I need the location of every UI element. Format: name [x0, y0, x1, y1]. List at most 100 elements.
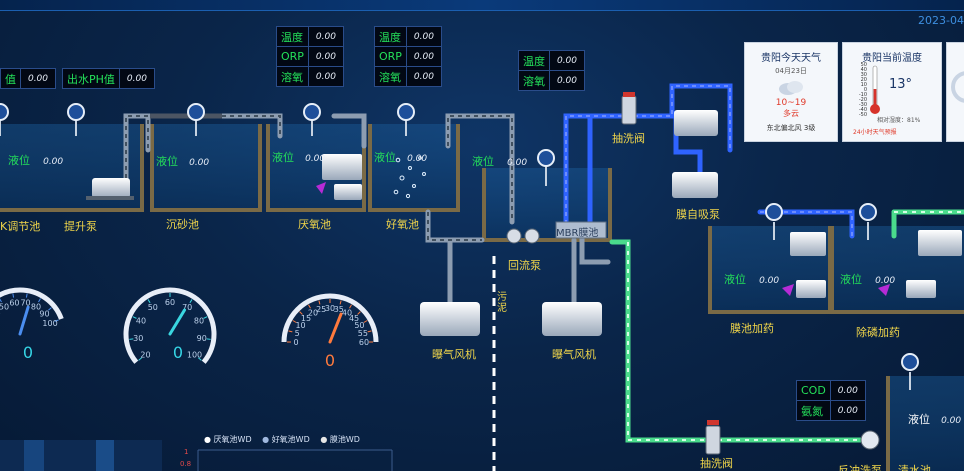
gauge-tick — [0, 298, 2, 303]
legend-swatch: ● — [204, 435, 211, 444]
level-value: 0.00 — [507, 158, 528, 168]
level-value: 0.00 — [43, 157, 64, 167]
sensor-table-outlet: COD 0.00 氨氮 0.00 — [796, 380, 866, 421]
gauge-tick — [132, 316, 137, 319]
gauge-tick — [38, 298, 41, 303]
sensor-value: 0.00 — [405, 26, 442, 47]
gauge-tick-label: 100 — [42, 319, 57, 328]
gauge-needle — [168, 308, 187, 336]
sensor-value: 0.00 — [405, 66, 442, 87]
gauge-tick-label: 70 — [182, 303, 192, 312]
level-value: 0.00 — [189, 158, 210, 168]
gauge-tick-label: 90 — [39, 309, 49, 318]
label-return-pump: 回流泵 — [508, 259, 541, 272]
thermometer-tick: 40 — [860, 67, 867, 73]
gauge-tick — [367, 330, 372, 333]
sensor-label: 溶氧 — [518, 70, 550, 91]
sensor-row: 温度 0.00 — [374, 26, 442, 47]
pumps — [86, 110, 962, 450]
gauge-tick-label: 15 — [301, 314, 311, 323]
forecast-condition: 多云 — [783, 109, 799, 118]
gauge-tick — [308, 304, 311, 309]
gauge-tick-label: 100 — [187, 351, 202, 360]
thermometer-tick: -40 — [858, 107, 867, 113]
sensor-value: 0.00 — [118, 68, 155, 89]
gauge-tick-label: 80 — [31, 302, 41, 311]
current-title: 贵阳当前温度 — [862, 53, 922, 64]
current-forecast-link[interactable]: 24小时天气预报 — [853, 129, 897, 136]
gauge-needle — [18, 305, 30, 336]
gauge-tick-label: 30 — [325, 304, 335, 313]
level-value: 0.00 — [407, 154, 428, 164]
gauge-tick — [147, 299, 151, 304]
forecast-date: 04月23日 — [775, 67, 807, 75]
level-anoxic: 液位 0.00 — [272, 146, 325, 165]
level-label: 液位 — [374, 151, 396, 164]
label-anoxic-tank: 厌氧池 — [298, 218, 331, 231]
gauge-tick-label: 30 — [133, 334, 143, 343]
sensor-label: ORP — [276, 46, 309, 67]
gauge-tick-label: 40 — [136, 316, 146, 325]
tank-walls — [0, 124, 964, 471]
mbr-membranes — [506, 221, 607, 244]
gauge-tick-label: 20 — [308, 309, 318, 318]
sensor-table-ph: 出水PH值 0.00 — [62, 68, 155, 89]
legend-label: 好氧池WD — [271, 435, 310, 444]
gauge-value: 0 — [23, 343, 33, 362]
level-label: 液位 — [724, 273, 746, 286]
thermometer-tick: 30 — [860, 72, 867, 78]
label-membrane-dosing: 膜池加药 — [730, 322, 774, 335]
level-value: 0.00 — [875, 276, 896, 286]
gauge-tick-label: 50 — [148, 303, 158, 312]
current-temp: 13° — [889, 77, 913, 92]
label-blower-1: 曝气风机 — [432, 348, 476, 361]
chart-legend: ● 厌氧池WD ● 好氧池WD ● 膜池WD — [204, 434, 360, 445]
current-humidity: 相对湿度：81% — [877, 117, 921, 124]
gauge-tick — [54, 319, 59, 322]
weather-extra-card — [946, 42, 964, 142]
gauge-arc — [0, 287, 64, 320]
gauge-tick — [203, 316, 208, 319]
gauge-tick-label: 25 — [316, 305, 326, 314]
gauge-tick — [299, 311, 303, 315]
sensor-row: 温度 0.00 — [518, 50, 585, 71]
gauge-tick — [357, 311, 361, 315]
gauge-arc — [281, 293, 379, 343]
legend-item[interactable]: ● 厌氧池WD — [204, 435, 252, 444]
gauge-tick — [206, 338, 211, 340]
green-pipe-flow — [627, 211, 964, 441]
label-grit-tank: 沉砂池 — [166, 218, 199, 231]
thermometer-icon — [869, 65, 881, 117]
level-regulating: 液位 0.00 — [8, 149, 63, 168]
level-grit: 液位 0.00 — [156, 150, 209, 169]
weather-forecast-card[interactable]: 贵阳今天天气 04月23日 10~19 多云 东北偏北风 3级 — [744, 42, 838, 142]
gauge-arc — [123, 287, 217, 364]
sensor-value: 0.00 — [307, 46, 344, 67]
date-display: 2023-04- — [918, 14, 964, 27]
gauge-value: 0 — [173, 343, 183, 362]
label-blower-2: 曝气风机 — [552, 348, 596, 361]
sensor-value: 0.00 — [549, 50, 585, 71]
gauge-tick — [363, 320, 368, 323]
tank-clear — [888, 376, 964, 471]
sensor-label: 温度 — [518, 50, 550, 71]
gauge-tick — [48, 307, 52, 311]
sensor-row: 出水PH值 0.00 — [62, 68, 155, 89]
gauge-tick — [138, 357, 142, 361]
legend-item[interactable]: ● 膜池WD — [320, 435, 360, 444]
thermometer-tick: -50 — [858, 112, 867, 118]
thermometer-tick: -10 — [858, 92, 867, 98]
sensor-value: 0.00 — [307, 66, 344, 87]
sensor-label: 出水PH值 — [62, 68, 120, 89]
gauge-tick-label: 80 — [194, 316, 204, 325]
chart-frame — [0, 440, 393, 471]
level-phosphorus: 液位 0.00 — [840, 268, 895, 287]
label-mbr-tank: MBR膜池 — [556, 228, 599, 239]
gauge-tick-label: 60 — [165, 298, 175, 307]
legend-item[interactable]: ● 好氧池WD — [262, 435, 310, 444]
gauge-tick — [12, 293, 15, 298]
sensor-table-anoxic: 温度 0.00 ORP 0.00 溶氧 0.00 — [276, 26, 344, 87]
gauge-tick-label: 70 — [20, 298, 30, 307]
